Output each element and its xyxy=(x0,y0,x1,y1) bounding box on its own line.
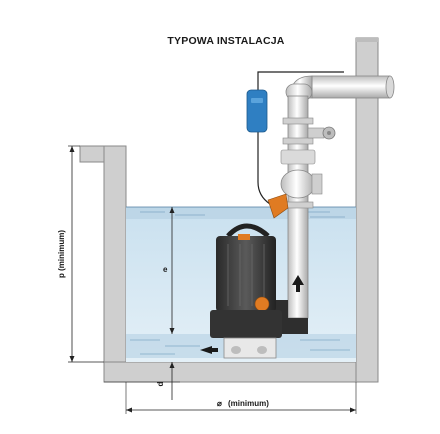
dimension-d xyxy=(104,362,180,400)
diagram-title: TYPOWA INSTALACJA xyxy=(167,35,284,47)
dimension-e xyxy=(169,207,175,334)
gate-valve-icon xyxy=(307,126,336,140)
submersible-pump xyxy=(210,223,308,359)
label-e: e xyxy=(163,265,168,274)
dimension-p xyxy=(68,145,104,363)
inlet-arrow-icon xyxy=(200,346,218,354)
label-d: d xyxy=(156,381,165,386)
flow-arrow-icon xyxy=(292,275,304,292)
label-diameter: (minimum) xyxy=(228,399,269,408)
diameter-symbol-icon: ⌀ xyxy=(217,399,222,408)
riser-pipe xyxy=(280,95,323,319)
label-p: p (minimum) xyxy=(57,230,66,278)
float-switch xyxy=(246,71,344,219)
dimension-diameter xyxy=(125,382,357,414)
discharge-pipe xyxy=(285,75,395,101)
control-box-icon xyxy=(246,89,268,133)
